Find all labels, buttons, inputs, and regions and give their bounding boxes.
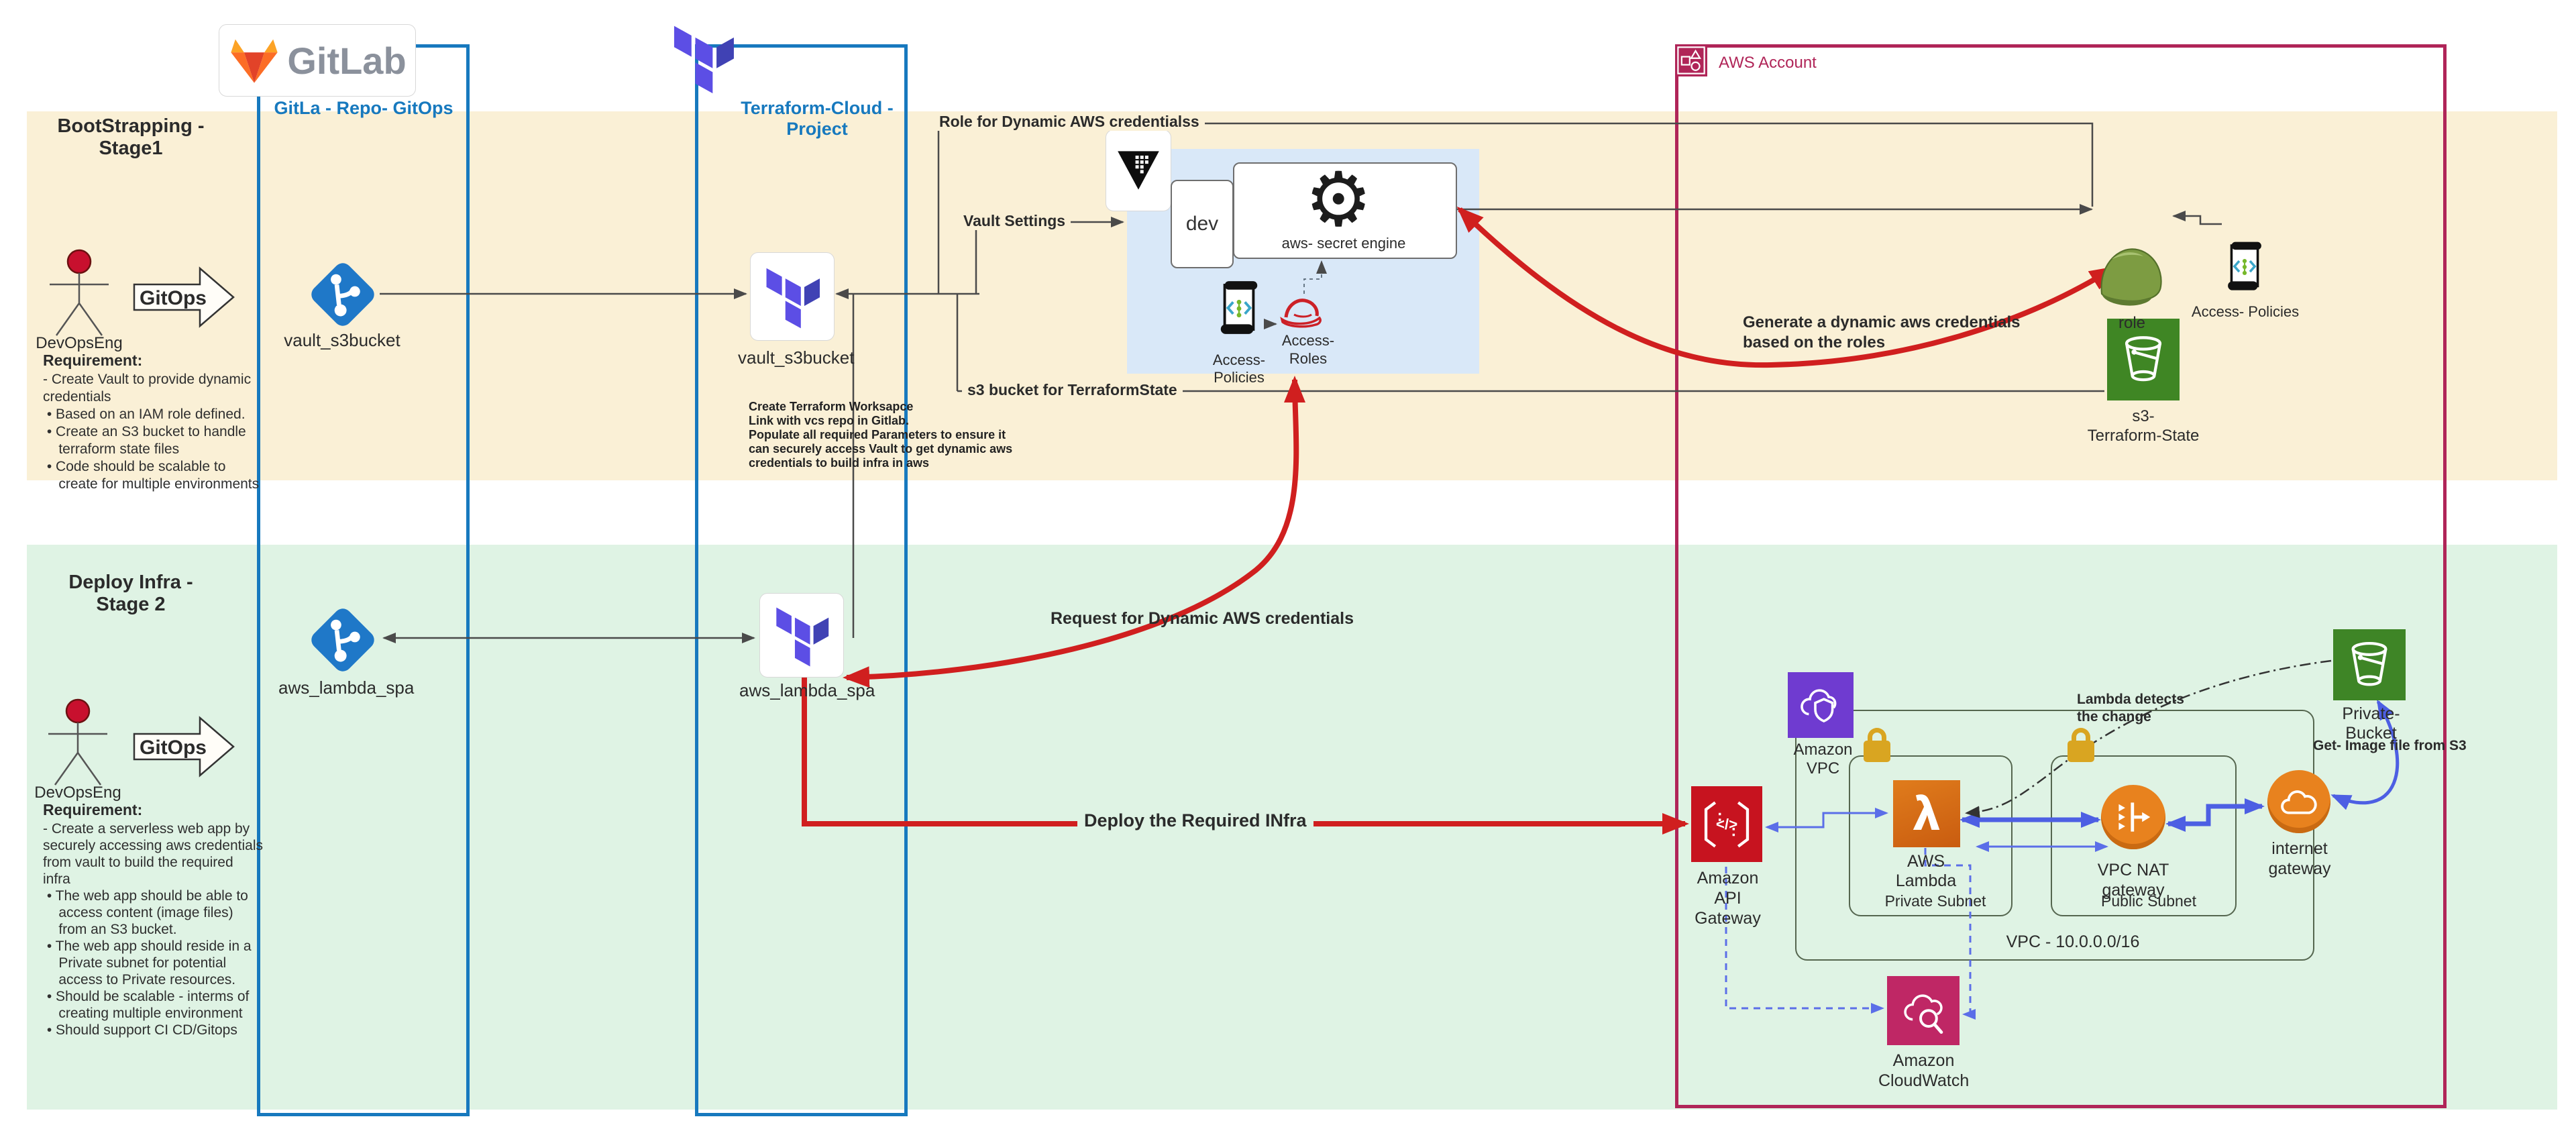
vpc-nat-gateway-icon <box>2101 785 2165 849</box>
stage1-req-heading: Requirement: <box>43 352 143 369</box>
lock-icon <box>2068 728 2094 762</box>
s3-terraform-state-icon <box>2107 319 2180 400</box>
aws-policies-label: Access- Policies <box>2191 303 2300 320</box>
aws-access-policies-icon <box>2223 236 2266 298</box>
note-request: Request for Dynamic AWS credentials <box>1051 609 1354 628</box>
stage2-actor-label: DevOpsEng <box>34 784 121 802</box>
note-generate: Generate a dynamic aws credentials based… <box>1743 313 2021 352</box>
tf-workspace-stage1-label: vault_s3bucket <box>738 347 855 368</box>
vault-dev-label: dev <box>1185 213 1219 235</box>
gitlab-tanuki-icon <box>228 36 280 85</box>
lock-icon <box>1864 728 1890 762</box>
git-repo-stage1-label: vault_s3bucket <box>284 330 400 350</box>
tf-workspace-note: Create Terraform Worksapce Link with vcs… <box>749 400 1013 470</box>
terraform-column-label: Terraform-Cloud - Project <box>741 98 894 139</box>
git-repo-stage2-label: aws_lambda_spa <box>278 678 415 698</box>
aws-account-box <box>1675 44 2447 1108</box>
gitlab-logo-card: GitLab <box>219 24 416 97</box>
gitlab-brand: GitLab <box>287 39 407 82</box>
note-role-line: Role for Dynamic AWS credentialss <box>934 113 1205 131</box>
note-deploy: Deploy the Required INfra <box>1077 810 1313 831</box>
note-vault-settings: Vault Settings <box>958 212 1071 230</box>
terraform-logo-icon <box>665 19 741 97</box>
tf-workspace-stage2-card <box>759 593 844 678</box>
stage2-gitops-label: GitOps <box>139 737 207 759</box>
stage2-req-body: - Create a serverless web app by securel… <box>43 821 263 1038</box>
lambda-glyph: λ <box>1913 788 1940 840</box>
gitlab-column <box>257 44 470 1116</box>
vault-engine-label: aws- secret engine <box>1281 235 1406 252</box>
stage1-actor-label: DevOpsEng <box>36 334 123 352</box>
note-lambda-detects: Lambda detects the change <box>2077 692 2184 724</box>
vault-icon-card <box>1106 129 1171 211</box>
aws-lambda-label: AWS Lambda <box>1895 852 1957 890</box>
git-repo-stage2-icon <box>305 602 380 678</box>
stage2-req-heading: Requirement: <box>43 801 143 818</box>
amazon-api-gateway-label: Amazon API Gateway <box>1695 869 1761 928</box>
gear-icon: ⚙ <box>1305 158 1373 241</box>
s3-terraform-state-label: s3- Terraform-State <box>2087 407 2200 445</box>
note-s3-line: s3 bucket for TerraformState <box>962 381 1183 399</box>
aws-account-label: AWS Account <box>1719 54 1817 72</box>
vault-dev-box: dev <box>1171 180 1234 268</box>
tf-workspace-stage1-card <box>750 252 835 341</box>
amazon-vpc-icon <box>1788 672 1854 738</box>
amazon-vpc-label: Amazon VPC <box>1793 741 1853 777</box>
stage2-title: Deploy Infra - Stage 2 <box>68 572 193 615</box>
private-bucket-icon <box>2333 629 2406 700</box>
note-get-image: Get- Image file from S3 <box>2313 738 2467 753</box>
stage1-req-body: - Create Vault to provide dynamic creden… <box>43 372 260 492</box>
internet-gateway-label: internet gateway <box>2268 839 2331 878</box>
iam-role-icon <box>2092 239 2171 311</box>
access-policies-icon <box>1216 275 1263 342</box>
stage1-title: BootStrapping - Stage1 <box>57 115 205 159</box>
terraform-icon <box>773 602 830 668</box>
access-roles-icon <box>1278 294 1325 329</box>
amazon-cloudwatch-icon <box>1887 976 1960 1045</box>
amazon-cloudwatch-label: Amazon CloudWatch <box>1878 1051 1970 1090</box>
stage1-gitops-label: GitOps <box>139 287 207 309</box>
vault-icon <box>1116 150 1161 191</box>
aws-account-icon <box>1675 44 1707 76</box>
git-repo-stage1-icon <box>305 257 380 332</box>
vpc-nat-gateway-label: VPC NAT gateway <box>2097 861 2169 900</box>
public-subnet-label: Public Subnet <box>2101 892 2196 910</box>
internet-gateway-icon <box>2267 770 2330 833</box>
iam-role-label: role <box>2118 314 2146 332</box>
tf-workspace-stage2-label: aws_lambda_spa <box>739 680 875 700</box>
aws-lambda-icon: λ <box>1893 780 1960 847</box>
amazon-api-gateway-icon: </> <box>1691 786 1762 862</box>
private-subnet-label: Private Subnet <box>1884 892 1986 910</box>
gitlab-column-label: GitLa - Repo- GitOps <box>274 98 453 118</box>
vault-roles-label: Access- Roles <box>1281 332 1335 367</box>
terraform-column <box>695 44 908 1116</box>
vpc-cidr-label: VPC - 10.0.0.0/16 <box>2006 932 2140 951</box>
terraform-icon <box>763 263 822 330</box>
